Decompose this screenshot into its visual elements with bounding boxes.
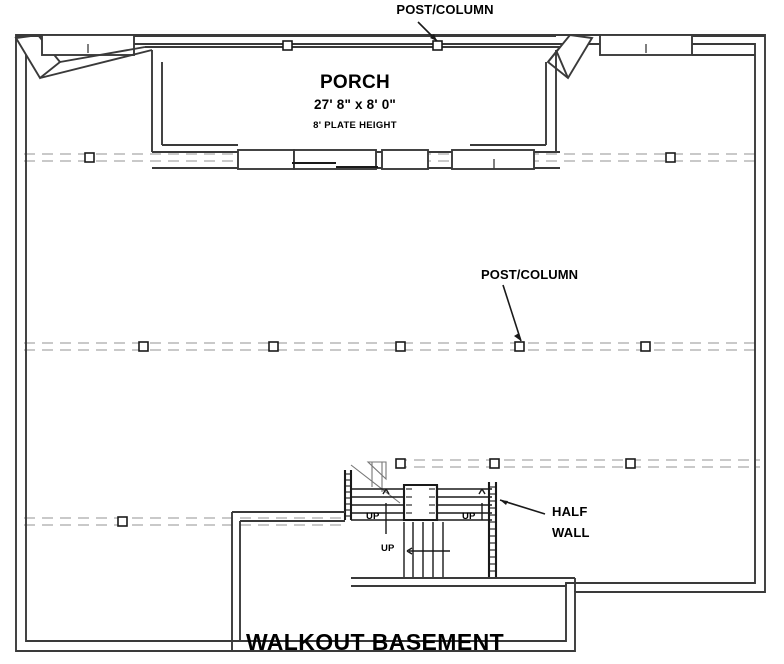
stair-up-marker-lower: UP — [381, 543, 395, 554]
stair-landing-well — [402, 483, 439, 522]
callout-leaders — [417, 21, 546, 515]
porch-structure — [14, 33, 765, 153]
post-column-label-mid: POST/COLUMN — [481, 267, 579, 282]
post-marker — [138, 341, 149, 352]
post-marker — [117, 516, 128, 527]
room-label-porch-dimensions: 27' 8" x 8' 0" — [313, 97, 397, 112]
stair-run-lower — [403, 522, 450, 578]
post-marker — [282, 40, 293, 51]
post-marker — [84, 152, 95, 163]
leader-post-column-mid — [502, 284, 522, 342]
porch-header-right — [599, 34, 693, 56]
post-marker — [395, 458, 406, 469]
room-label-porch-note: 8' PLATE HEIGHT — [313, 120, 397, 131]
stair-enclosure-walls — [231, 511, 576, 651]
post-column-label-top: POST/COLUMN — [396, 2, 494, 17]
porch-opening-2 — [381, 149, 429, 170]
porch-corner-wall-right — [546, 33, 594, 80]
post-marker — [640, 341, 651, 352]
stair-run-upper-left — [351, 488, 404, 534]
post-marker — [665, 152, 676, 163]
porch-patio-door — [292, 149, 378, 170]
porch-top-wall — [59, 35, 561, 63]
porch-header-left — [41, 34, 135, 56]
beam-line-group — [24, 153, 760, 526]
porch-opening-1 — [237, 149, 295, 170]
beam-line-2 — [24, 342, 760, 351]
room-label-porch-name: PORCH — [319, 72, 391, 93]
stair-up-marker-upper-left: UP — [366, 511, 380, 522]
post-marker — [489, 458, 500, 469]
half-wall-label-line1: HALF — [552, 504, 588, 519]
post-marker — [395, 341, 406, 352]
post-marker-group — [84, 40, 676, 527]
porch-jamb-left — [39, 49, 240, 153]
post-marker — [432, 40, 443, 51]
beam-line-3 — [396, 459, 760, 468]
stair-assembly — [231, 461, 576, 651]
stair-run-upper-right — [435, 485, 492, 521]
porch-eaves-links — [16, 35, 765, 56]
stair-wall-left — [343, 470, 353, 520]
porch-front-openings — [152, 149, 560, 170]
post-marker — [268, 341, 279, 352]
leader-half-wall — [499, 499, 546, 515]
half-wall-label-line2: WALL — [552, 525, 590, 540]
post-marker — [625, 458, 636, 469]
stair-up-marker-upper-right: UP — [462, 511, 476, 522]
porch-opening-3 — [451, 149, 535, 170]
plan-title: WALKOUT BASEMENT — [245, 629, 505, 655]
half-wall — [487, 482, 498, 578]
post-marker — [514, 341, 525, 352]
